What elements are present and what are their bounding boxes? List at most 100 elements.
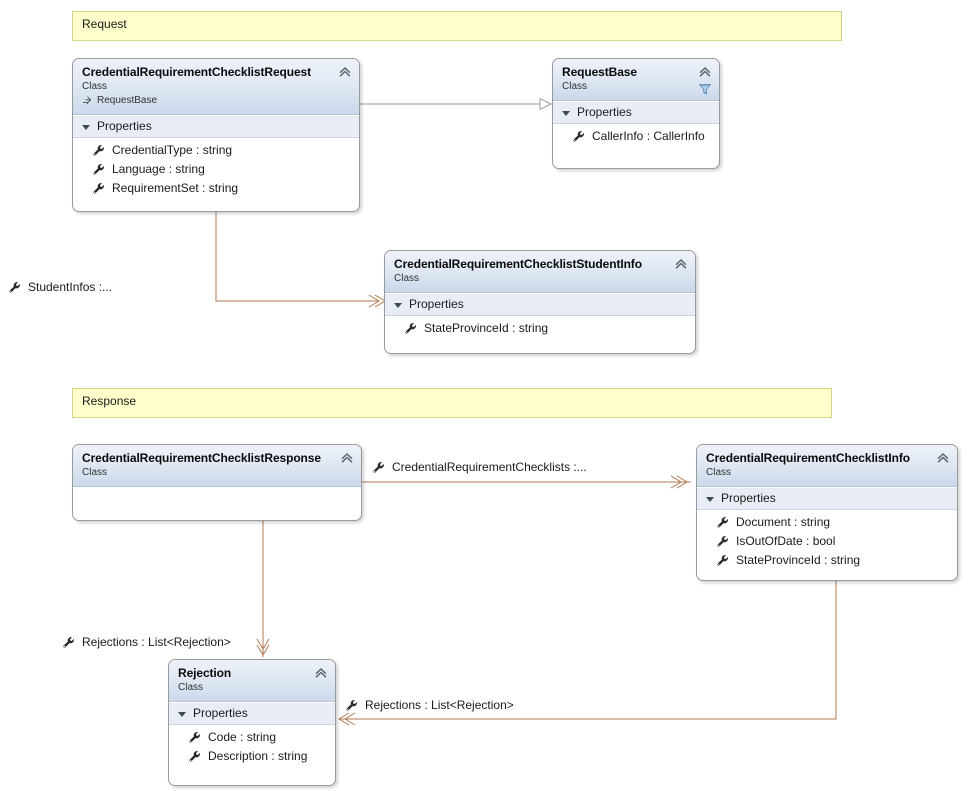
property-wrench-icon: [92, 182, 105, 195]
properties-section-label: Properties: [193, 706, 248, 720]
collapse-toggle[interactable]: [674, 257, 688, 271]
class-title: CredentialRequirementChecklistInfo: [706, 451, 910, 465]
comment-text: Response: [82, 394, 137, 408]
property-wrench-icon: [92, 163, 105, 176]
connector-response-to-checklistinfo: [362, 475, 691, 489]
properties-section-header[interactable]: Properties: [169, 702, 335, 725]
class-member[interactable]: StateProvinceId : string: [697, 551, 957, 570]
triangle-down-icon: [178, 711, 186, 717]
collapse-toggle[interactable]: [698, 65, 712, 79]
class-empty-body: [73, 487, 361, 513]
chevron-up-icon: [338, 65, 352, 79]
class-title: CredentialRequirementChecklistResponse: [82, 451, 321, 465]
class-member[interactable]: RequirementSet : string: [73, 179, 359, 198]
class-box-credential-requirement-checklist-student-info[interactable]: CredentialRequirementChecklistStudentInf…: [384, 250, 696, 354]
class-member-label: IsOutOfDate : bool: [736, 534, 836, 548]
properties-section-header[interactable]: Properties: [553, 101, 719, 124]
class-stereotype: Class: [82, 81, 108, 92]
class-member[interactable]: CallerInfo : CallerInfo: [553, 127, 719, 146]
connector-request-to-studentinfo: [215, 212, 386, 308]
properties-section-header[interactable]: Properties: [385, 293, 695, 316]
class-member-label: StateProvinceId : string: [736, 553, 861, 567]
class-stereotype: Class: [562, 81, 588, 92]
property-wrench-icon: [92, 144, 105, 157]
association-label-text: CredentialRequirementChecklists :...: [392, 460, 587, 474]
filter-toggle[interactable]: [698, 82, 712, 96]
chevron-up-icon: [674, 257, 688, 271]
class-member[interactable]: StateProvinceId : string: [385, 319, 695, 338]
rejections-right-label[interactable]: Rejections : List<Rejection>: [345, 697, 514, 713]
connector-request-to-requestbase: [360, 97, 553, 111]
inheritance-arrow-icon: [82, 95, 93, 106]
class-title: CredentialRequirementChecklistStudentInf…: [394, 257, 642, 271]
chevron-up-icon: [314, 666, 328, 680]
triangle-down-icon: [706, 496, 714, 502]
class-title: CredentialRequirementChecklistRequest: [82, 65, 312, 79]
property-wrench-icon: [188, 750, 201, 763]
class-title: Rejection: [178, 666, 232, 680]
property-wrench-icon: [188, 731, 201, 744]
property-wrench-icon: [62, 636, 75, 649]
class-member[interactable]: Description : string: [169, 747, 335, 766]
property-wrench-icon: [572, 130, 585, 143]
class-member[interactable]: Code : string: [169, 728, 335, 747]
triangle-down-icon: [82, 124, 90, 130]
class-member-label: CallerInfo : CallerInfo: [592, 129, 705, 143]
checklists-label[interactable]: CredentialRequirementChecklists :...: [372, 459, 587, 475]
property-wrench-icon: [716, 516, 729, 529]
property-wrench-icon: [372, 461, 385, 474]
class-member[interactable]: CredentialType : string: [73, 141, 359, 160]
collapse-toggle[interactable]: [340, 451, 354, 465]
class-stereotype: Class: [706, 467, 732, 478]
class-stereotype: Class: [178, 682, 204, 693]
class-member[interactable]: Language : string: [73, 160, 359, 179]
association-label-text: Rejections : List<Rejection>: [365, 698, 514, 712]
class-stereotype: Class: [394, 273, 420, 284]
properties-section-label: Properties: [721, 491, 776, 505]
property-wrench-icon: [404, 322, 417, 335]
collapse-toggle[interactable]: [314, 666, 328, 680]
triangle-down-icon: [394, 302, 402, 308]
class-header: CredentialRequirementChecklistStudentInf…: [385, 251, 695, 293]
class-title: RequestBase: [562, 65, 637, 79]
properties-section-header[interactable]: Properties: [697, 487, 957, 510]
class-member[interactable]: IsOutOfDate : bool: [697, 532, 957, 551]
chevron-up-icon: [698, 65, 712, 79]
class-member-label: Description : string: [208, 749, 308, 763]
comment-box[interactable]: Request: [72, 11, 842, 41]
class-base-type-label: RequestBase: [97, 95, 158, 106]
members-list: StateProvinceId : string: [385, 316, 695, 343]
student-infos-label[interactable]: StudentInfos :...: [8, 279, 112, 295]
association-label-text: StudentInfos :...: [28, 280, 113, 294]
collapse-toggle[interactable]: [936, 451, 950, 465]
filter-funnel-icon: [698, 82, 712, 96]
connector-response-to-rejection: [256, 521, 270, 657]
class-member-label: Code : string: [208, 730, 277, 744]
properties-section-label: Properties: [409, 297, 464, 311]
property-wrench-icon: [8, 281, 21, 294]
triangle-down-icon: [562, 110, 570, 116]
class-member-label: CredentialType : string: [112, 143, 233, 157]
collapse-toggle[interactable]: [338, 65, 352, 79]
comment-box[interactable]: Response: [72, 388, 832, 418]
chevron-up-icon: [936, 451, 950, 465]
class-member-label: RequirementSet : string: [112, 181, 239, 195]
rejections-left-label[interactable]: Rejections : List<Rejection>: [62, 634, 231, 650]
class-base-type: RequestBase: [82, 94, 350, 107]
class-stereotype: Class: [82, 467, 108, 478]
class-member[interactable]: Document : string: [697, 513, 957, 532]
properties-section-header[interactable]: Properties: [73, 115, 359, 138]
class-member-label: Language : string: [112, 162, 205, 176]
